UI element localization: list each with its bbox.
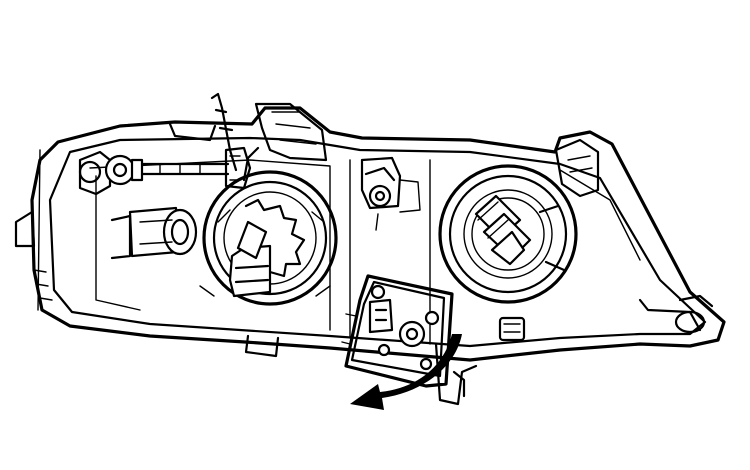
low-beam-unit bbox=[199, 170, 338, 306]
access-cover bbox=[341, 274, 454, 388]
removal-arrow bbox=[350, 334, 462, 410]
turn-signal-socket bbox=[360, 156, 421, 231]
parking-bulb bbox=[78, 146, 252, 196]
side-marker-bulb bbox=[110, 206, 198, 260]
high-beam-unit bbox=[438, 164, 578, 304]
